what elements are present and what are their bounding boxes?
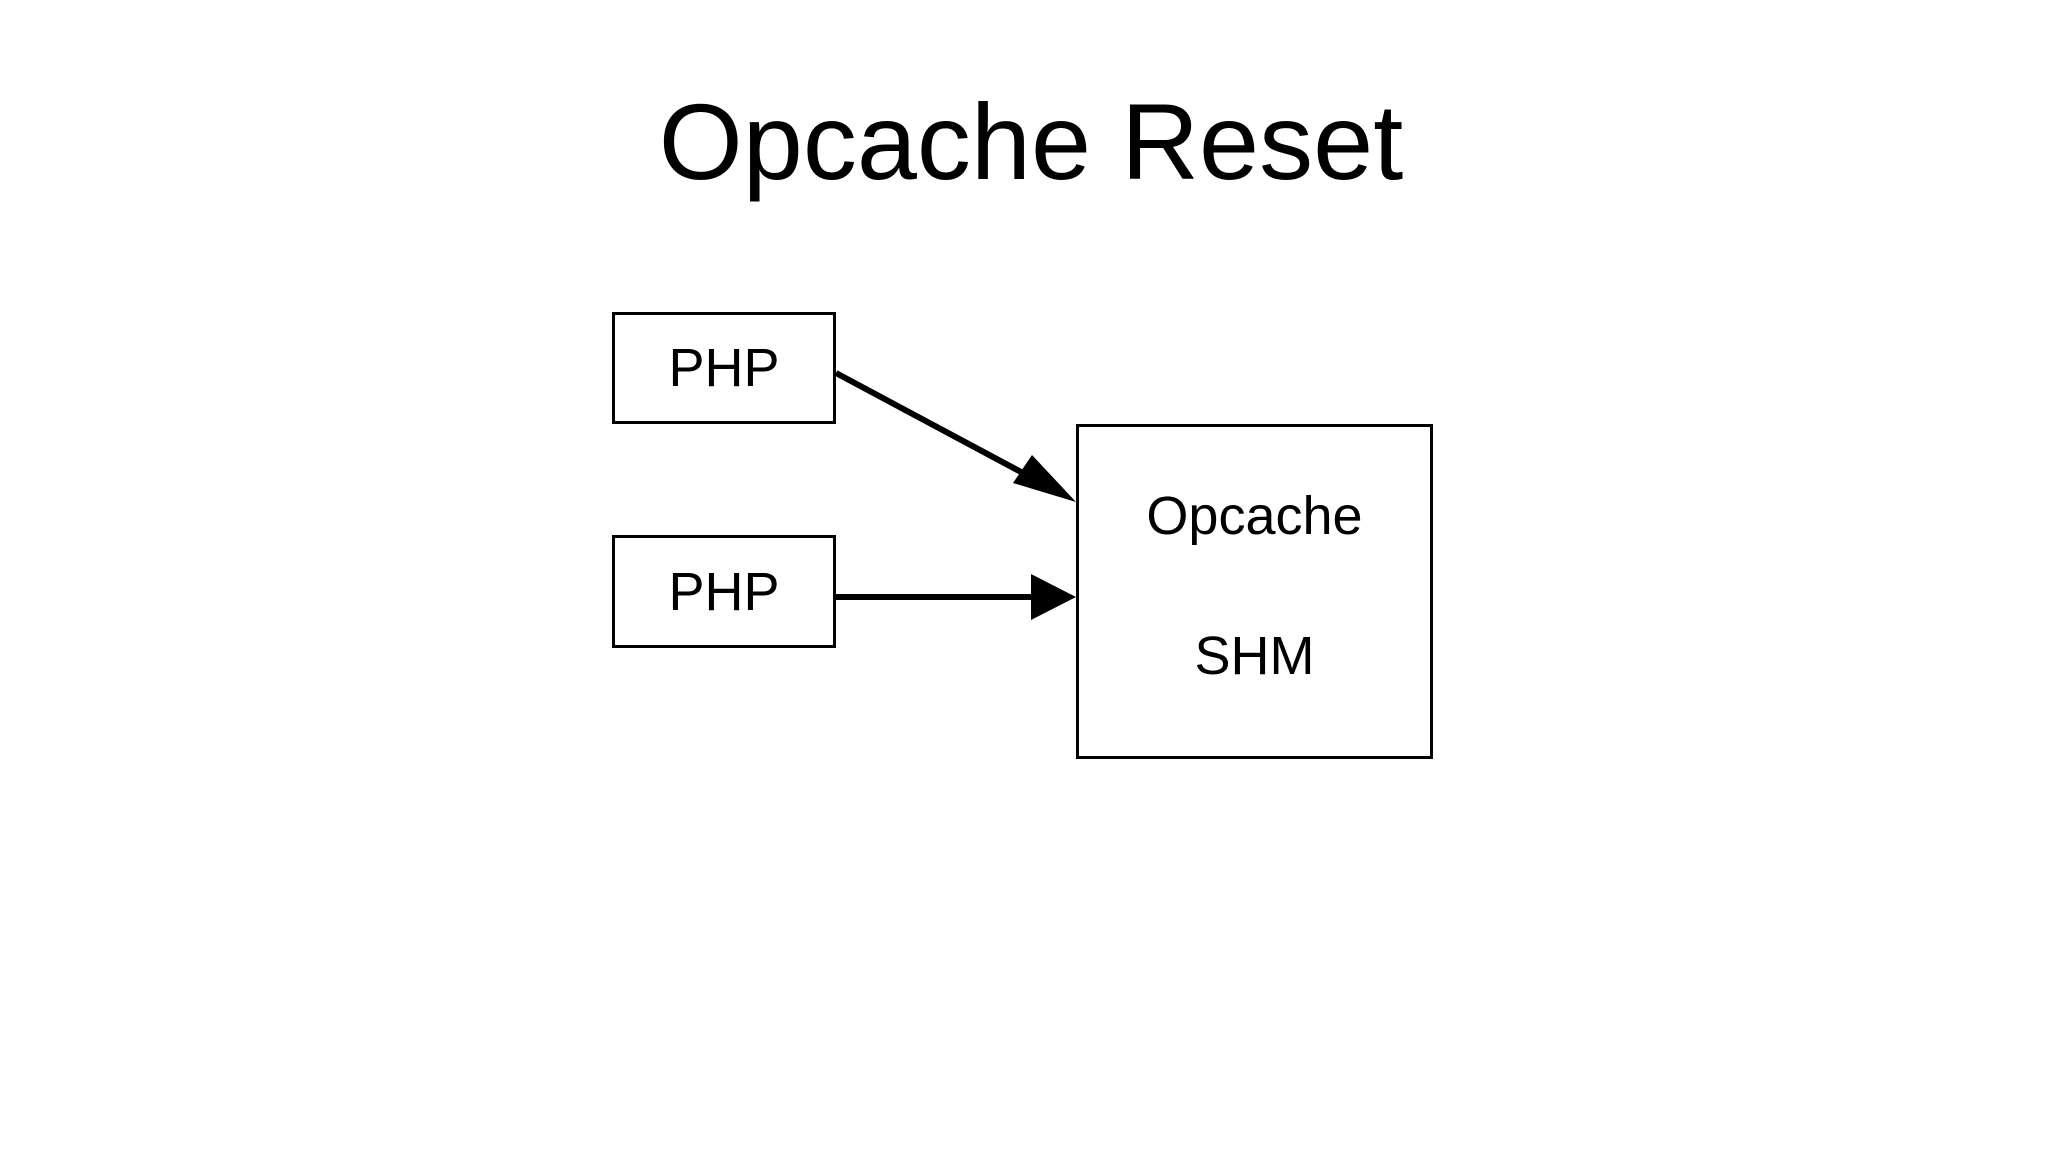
node-php-1: PHP — [612, 312, 836, 424]
edge-php2-arrowhead — [1031, 574, 1076, 620]
edge-php2-to-opcache — [836, 574, 1076, 620]
node-opcache-shm: Opcache SHM — [1076, 424, 1433, 759]
edge-php1-line — [834, 370, 1053, 491]
node-php-2-label: PHP — [668, 561, 780, 622]
node-php-2: PHP — [612, 535, 836, 648]
edge-php1-arrowhead — [1013, 455, 1076, 502]
node-shm-label: SHM — [1194, 626, 1315, 686]
page-title: Opcache Reset — [658, 81, 1404, 202]
node-opcache-label: Opcache — [1146, 486, 1363, 546]
edge-php1-to-opcache — [834, 370, 1076, 502]
node-php-1-label: PHP — [668, 338, 780, 398]
